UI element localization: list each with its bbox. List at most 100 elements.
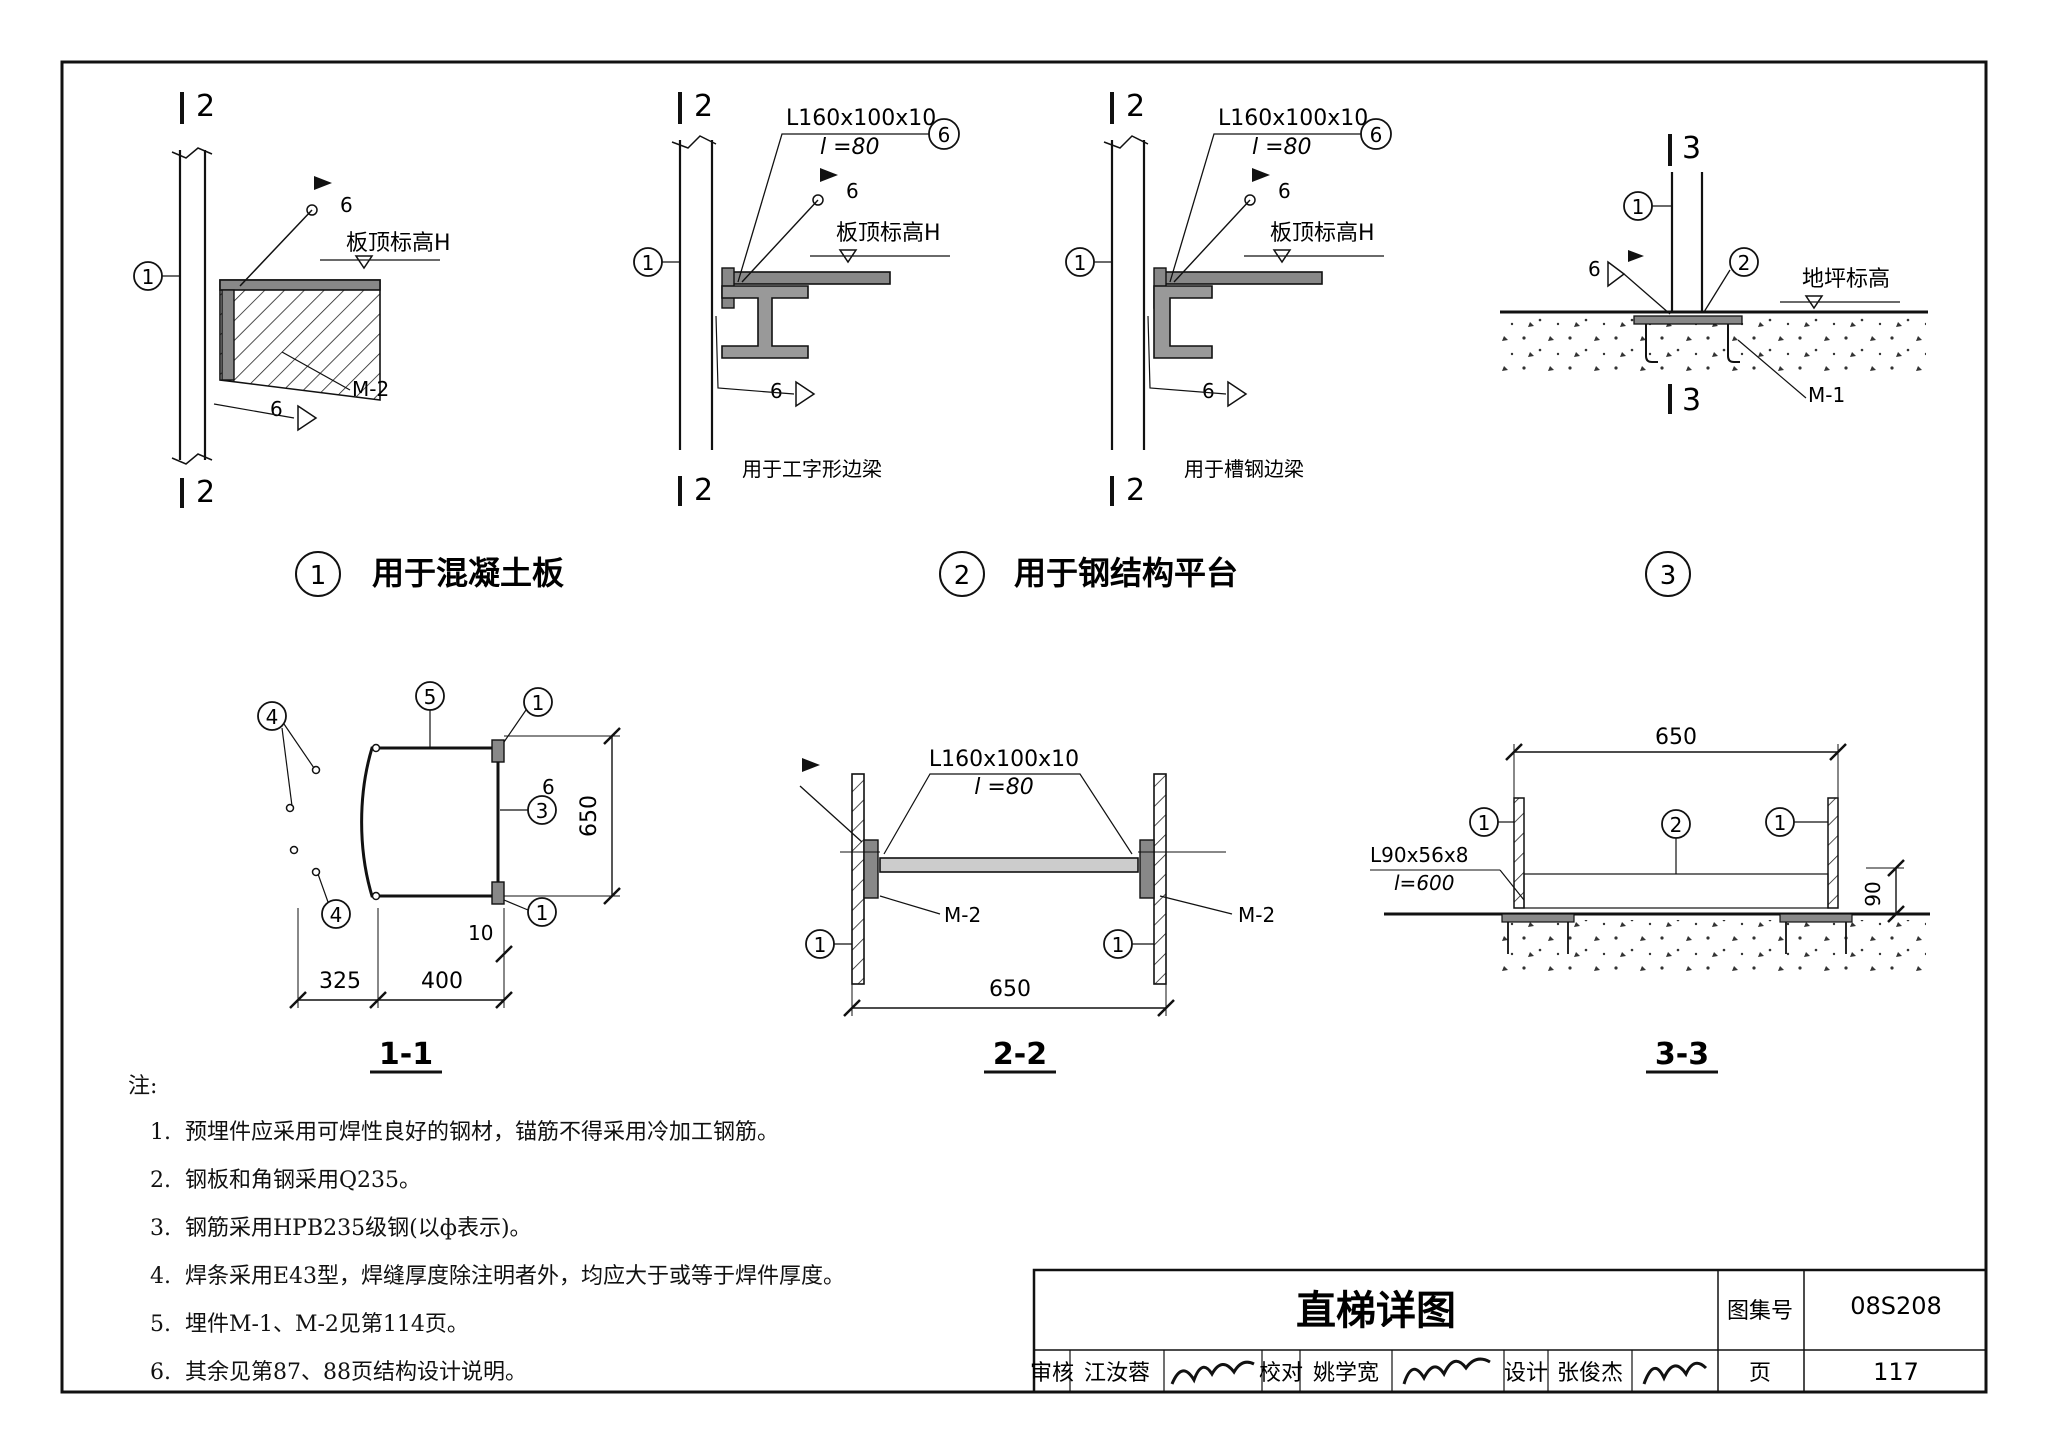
slab-elevation-label: 板顶标高H [836,221,941,246]
note-text: 钢筋采用HPB235级钢(以ф表示)。 [185,1216,532,1241]
detail-2b-channel: 2 2 1 L160x100x10 l =80 6 6 板顶标高H 6 用于槽钢… [1065,89,1392,508]
dim-label: 325 [319,969,361,994]
dim-label: 90 [1861,881,1885,906]
checker-signature [1402,1357,1491,1385]
note-text: 埋件M-1、M-2见第114页。 [185,1312,469,1337]
angle-crossbar [879,857,1139,873]
callout-label: 2 [1670,813,1683,837]
section-title: 3-3 [1655,1037,1709,1072]
weld-symbol: 6 [1588,257,1601,281]
steel-platform-plate [729,271,891,285]
note-number: 3. [150,1216,171,1241]
callout-label: 2 [1738,251,1751,275]
note-item: 1.预埋件应采用可焊性良好的钢材，锚筋不得采用冷加工钢筋。 [150,1114,1028,1146]
section-mark: 2 [196,475,215,510]
callout-label: 5 [424,685,437,709]
note-number: 2. [150,1168,171,1193]
caption-number: 2 [954,561,971,591]
cage-hoop [360,746,498,898]
caption-number: 1 [310,561,327,591]
callout-label: 1 [536,901,549,925]
weld-symbol: 6 [770,379,783,403]
embed-label: M-2 [944,903,981,927]
callout-label: 1 [1632,195,1645,219]
detail-2-caption: 2 用于钢结构平台 [939,551,1238,597]
dim-label: 10 [468,921,493,945]
embedded-plate [1633,315,1743,325]
angle-label: L160x100x10 [1218,106,1368,131]
section-mark: 2 [694,89,713,124]
design-label: 设计 [1504,1361,1548,1386]
steel-platform-plate [1161,271,1323,285]
checker-name: 姚学宽 [1313,1361,1379,1386]
notes-section: 注: 1.预埋件应采用可焊性良好的钢材，锚筋不得采用冷加工钢筋。 2.钢板和角钢… [128,1068,1028,1402]
sub-caption: 用于槽钢边梁 [1184,457,1304,481]
section-mark: 2 [1126,473,1145,508]
embedded-plate [221,289,235,381]
detail-caption: 用于混凝土板 [372,554,564,592]
note-item: 5. 埋件M-1、M-2见第114页。 [150,1306,1028,1338]
dim-label: 400 [421,969,463,994]
callout-label: 3 [536,799,549,823]
i-beam [721,285,809,359]
note-number: 1. [150,1120,171,1145]
page-number: 117 [1873,1358,1919,1386]
callout-label: 1 [142,265,155,289]
note-item: 2. 钢板和角钢采用Q235。 [150,1162,1028,1194]
slab-elevation-label: 板顶标高H [1270,221,1375,246]
designer-name: 张俊杰 [1557,1361,1623,1386]
caption-circle [295,551,341,597]
section-1-1: 4 5 1 3 4 1 650 10 325 400 1-1 [257,681,621,1074]
detail-caption: 用于钢结构平台 [1014,554,1238,592]
section-title: 1-1 [379,1037,433,1072]
note-number: 5. [150,1312,171,1337]
note-text: 钢板和角钢采用Q235。 [185,1168,422,1193]
caption-number: 3 [1660,561,1677,591]
weld-symbol: 6 [542,775,555,799]
rail-left [1513,797,1525,909]
callout-label: 1 [1478,811,1491,835]
floor-elevation-label: 地坪标高 [1802,267,1890,292]
note-number: 4. [150,1264,171,1289]
angle-label: L160x100x10 [929,747,1079,772]
angle-label: L160x100x10 [786,106,936,131]
angle-callout: 6 [938,123,951,147]
reviewer-signature [1170,1360,1255,1385]
section-title: 2-2 [993,1037,1047,1072]
slab-elevation-label: 板顶标高H [346,231,451,256]
callout-label: 4 [266,705,279,729]
weld-symbol: 6 [846,179,859,203]
note-item: 6.其余见第87、88页结构设计说明。 [150,1354,1028,1386]
dim-label: 650 [1655,725,1697,750]
designer-signature [1642,1361,1708,1385]
embed-label: M-2 [352,377,389,401]
reviewer-name: 江汝蓉 [1084,1361,1150,1386]
section-mark: 3 [1682,131,1701,166]
callout-label: 1 [532,691,545,715]
embed-label: M-2 [1238,903,1275,927]
angle-bracket [1523,873,1829,909]
weld-symbol: 6 [1202,379,1215,403]
wall-right [1153,773,1167,985]
length-label: l =80 [820,135,880,160]
drawing-title: 直梯详图 [1296,1288,1456,1334]
atlas-label: 图集号 [1727,1299,1793,1324]
callout-label: 1 [1074,251,1087,275]
callout-label: 1 [642,251,655,275]
section-mark: 3 [1682,383,1701,418]
note-text: 焊条采用E43型，焊缝厚度除注明者外，均应大于或等于焊件厚度。 [185,1264,846,1289]
section-mark: 2 [196,89,215,124]
length-label: l =80 [974,775,1034,800]
page-label: 页 [1749,1361,1771,1386]
weld-symbol: 6 [270,397,283,421]
callout-label: 1 [814,933,827,957]
note-text: 其余见第87、88页结构设计说明。 [185,1360,527,1385]
sheet-border [60,60,1988,1394]
section-3-3: 650 1 2 1 L90x56x8 l=600 90 3-3 [1370,725,1930,1074]
review-label: 审核 [1030,1361,1074,1386]
detail-3-floor: 3 3 1 2 6 地坪标高 M-1 3 [1500,131,1928,597]
detail-1-concrete-slab: 2 2 1 板顶标高H 6 M-2 6 1 用于混凝土板 [133,89,564,597]
callout-label: 1 [1112,933,1125,957]
atlas-number: 08S208 [1850,1292,1942,1320]
